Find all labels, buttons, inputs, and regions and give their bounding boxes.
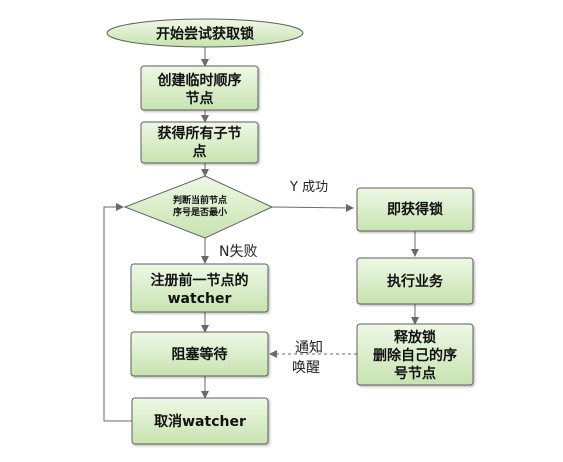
edge-label-yes-success: Y 成功 (289, 180, 328, 195)
node-is-smallest: 判断当前节点 序号是否最小 (123, 175, 274, 239)
node-register-watcher: 注册前一节点的 watcher (130, 263, 269, 313)
edge-decision-yes (271, 203, 354, 212)
node-execute-business: 执行业务 (356, 257, 474, 305)
node-release-lock-line2: 删除自己的序 (373, 347, 457, 364)
node-create-node-line2: 节点 (186, 90, 214, 107)
node-create-node-line1: 创建临时顺序 (157, 72, 242, 89)
node-is-smallest-line2: 序号是否最小 (173, 206, 227, 218)
node-start-label: 开始尝试获取锁 (156, 26, 254, 43)
node-block-wait-label: 阻塞等待 (172, 346, 228, 363)
edge-label-notify-line1: 通知 (295, 339, 323, 356)
node-create-node: 创建临时顺序 节点 (140, 65, 259, 111)
node-release-lock-line1: 释放锁 (394, 329, 436, 346)
node-register-watcher-line1: 注册前一节点的 (151, 272, 249, 289)
node-get-children-line2: 点 (193, 143, 207, 160)
node-acquire-lock: 即获得锁 (356, 187, 474, 232)
node-block-wait: 阻塞等待 (130, 331, 269, 377)
node-release-lock: 释放锁 删除自己的序 号节点 (356, 323, 474, 386)
edge-label-no-fail: N失败 (219, 244, 257, 260)
node-execute-business-label: 执行业务 (387, 273, 444, 290)
edge-label-notify-line2: 唤醒 (292, 359, 320, 376)
edges (103, 46, 419, 422)
node-register-watcher-line2: watcher (168, 291, 232, 307)
node-cancel-watcher: 取消watcher (131, 397, 269, 445)
node-release-lock-line3: 号节点 (394, 365, 436, 382)
node-get-children-line1: 获得所有子节 (158, 125, 242, 142)
node-acquire-lock-label: 即获得锁 (387, 201, 443, 218)
edge-cancel-loop-back (103, 203, 132, 422)
node-start: 开始尝试获取锁 (106, 18, 304, 48)
node-is-smallest-line1: 判断当前节点 (173, 194, 227, 206)
node-cancel-watcher-label: 取消watcher (154, 413, 246, 430)
node-get-children: 获得所有子节 点 (140, 121, 259, 164)
